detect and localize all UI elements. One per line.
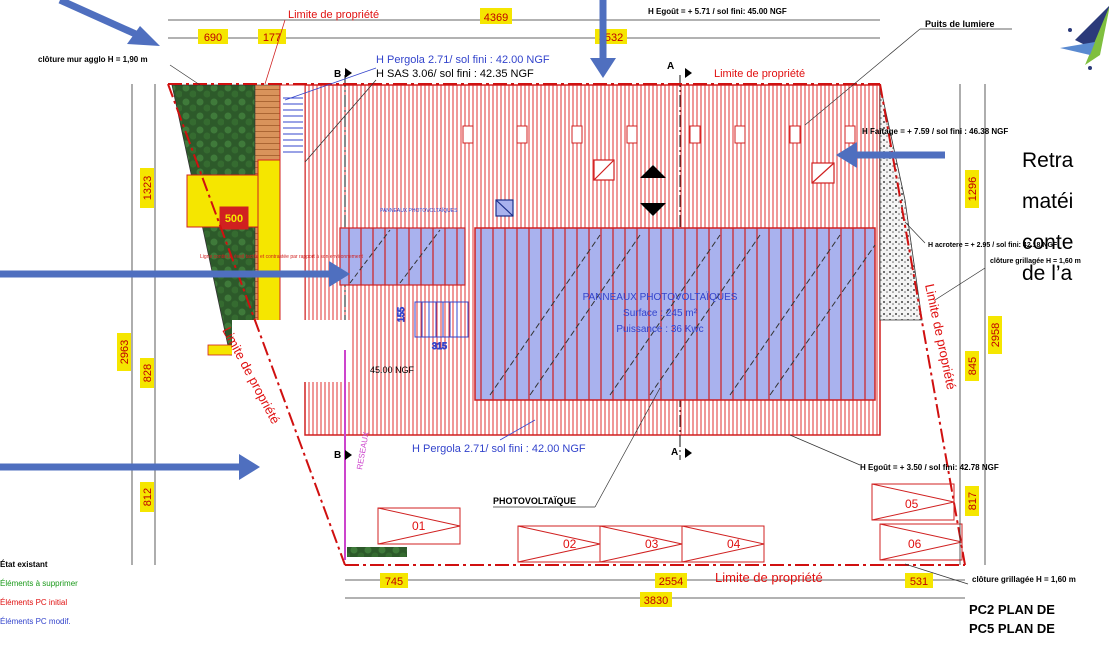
footer-title: PC2 PLAN DE PC5 PLAN DE xyxy=(969,600,1055,638)
ridge-arrows xyxy=(640,165,666,216)
overlay-text-1: Retra xyxy=(1022,149,1074,172)
parking-04: 04 xyxy=(727,537,741,551)
blue-arrows xyxy=(0,0,945,480)
pv-label-3: Puissance : 36 Kwc xyxy=(616,324,703,335)
marker-a-bottom: A xyxy=(671,447,678,458)
legend-existing: État existant xyxy=(0,560,48,569)
property-lines xyxy=(167,83,966,566)
photovoltaique-label: PHOTOVOLTAÏQUE xyxy=(493,496,576,506)
dim-177: 177 xyxy=(263,32,281,44)
legend-remove: Éléments à supprimer xyxy=(0,579,78,588)
pergola-top-label: H Pergola 2.71/ sol fini : 42.00 NGF xyxy=(376,54,550,66)
dim-labels: 4369 690 177 3532 1323 828 812 2963 1296… xyxy=(117,8,1002,607)
h-egout-bottom-label: H Egoût = + 3.50 / sol fini: 42.78 NGF xyxy=(860,463,999,472)
dim-745: 745 xyxy=(385,576,403,588)
parking-03: 03 xyxy=(645,537,659,551)
dim-2963: 2963 xyxy=(119,340,131,364)
vents xyxy=(495,159,835,217)
limite-top-label: Limite de propriété xyxy=(288,9,379,21)
section-markers: B B A A xyxy=(334,61,692,461)
puits-label: Puits de lumiere xyxy=(925,19,995,29)
compass-icon xyxy=(1060,6,1109,70)
acrotere-label: H acrotere = + 2.95 / sol fini: 42.18 NG… xyxy=(928,242,1058,249)
h-egout-top-label: H Egoût = + 5.71 / sol fini: 45.00 NGF xyxy=(648,7,787,16)
dim-845: 845 xyxy=(967,357,979,375)
faitage-label: H Faîtage = + 7.59 / sol fini : 46.38 NG… xyxy=(862,127,1008,136)
dim-690: 690 xyxy=(204,32,222,44)
marker-b-top: B xyxy=(334,69,341,80)
pv-label-2: Surface : 245 m² xyxy=(623,308,698,319)
legend: État existant Éléments à supprimer Éléme… xyxy=(0,555,135,631)
dim-828: 828 xyxy=(142,364,154,382)
dim-2554: 2554 xyxy=(659,576,683,588)
overlay-right-text: Retra matéi conte de l’a xyxy=(1022,149,1074,285)
dim-817: 817 xyxy=(967,492,979,510)
marker-a-top: A xyxy=(667,61,674,72)
sol-fini-label: 45.00 NGF xyxy=(370,365,415,375)
cloture-grillage-bottom-label: clôture grillagée H = 1,60 m xyxy=(972,575,1076,584)
limite-bottom-label: Limite de propriété xyxy=(715,570,823,585)
cloture-mur-label: clôture mur agglo H = 1,90 m xyxy=(38,55,148,64)
dim-500: 500 xyxy=(225,213,243,225)
footer-line-1: PC2 PLAN DE xyxy=(969,602,1055,617)
parking-numbers: 01 02 03 04 05 06 xyxy=(412,497,922,551)
dim-4369: 4369 xyxy=(484,12,508,24)
legend-initial: Éléments PC initial xyxy=(0,598,68,607)
dim-315: 315 xyxy=(432,341,447,351)
parking-05: 05 xyxy=(905,497,919,511)
parking-06: 06 xyxy=(908,537,922,551)
parking xyxy=(377,483,963,563)
dim-2958: 2958 xyxy=(990,323,1002,347)
overlay-text-3: conte xyxy=(1022,231,1073,254)
legend-modified: Éléments PC modif. xyxy=(0,617,71,626)
overlay-text-4: de l’a xyxy=(1022,262,1073,285)
dim-1296: 1296 xyxy=(967,177,979,201)
pv-small-label: PANNEAUX PHOTOVOLTAÏQUES xyxy=(380,207,458,214)
pv-label-1: PANNEAUX PHOTOVOLTAÏQUES xyxy=(583,291,738,303)
cloture-grillage-right-label: clôture grillagée H = 1,60 m xyxy=(990,258,1081,265)
footer-line-2: PC5 PLAN DE xyxy=(969,621,1055,636)
dim-500-bg xyxy=(219,206,249,230)
dim-812: 812 xyxy=(142,488,154,506)
dim-531: 531 xyxy=(910,576,928,588)
bottom-hedge xyxy=(347,547,407,557)
limite-right-label: Limite de propriété xyxy=(922,283,959,391)
marker-b-bottom: B xyxy=(334,450,341,461)
parking-01: 01 xyxy=(412,519,426,533)
skylights xyxy=(462,125,856,144)
limite-right-top-label: Limite de propriété xyxy=(714,68,805,80)
dim-155: 155 xyxy=(396,307,406,322)
stairs: 155 315 xyxy=(396,301,469,352)
pergola-bottom-label: H Pergola 2.71/ sol fini : 42.00 NGF xyxy=(412,443,586,455)
pv-panel-small: PANNEAUX PHOTOVOLTAÏQUES xyxy=(339,207,466,286)
parking-02: 02 xyxy=(563,537,577,551)
dim-1323: 1323 xyxy=(142,176,154,200)
pv-panel-main: PANNEAUX PHOTOVOLTAÏQUES Surface : 245 m… xyxy=(474,227,876,401)
overlay-box xyxy=(232,320,352,382)
dim-3830: 3830 xyxy=(644,595,668,607)
left-zone: 500 Ligne continue éveil tactile et cont… xyxy=(171,84,363,356)
green-note: Ligne continue éveil tactile et contrast… xyxy=(200,254,363,260)
sas-zone xyxy=(279,84,306,356)
sas-label: H SAS 3.06/ sol fini : 42.35 NGF xyxy=(376,68,534,80)
vertical-faint-label: RESEAUX xyxy=(355,430,371,470)
overlay-text-2: matéi xyxy=(1022,190,1073,213)
